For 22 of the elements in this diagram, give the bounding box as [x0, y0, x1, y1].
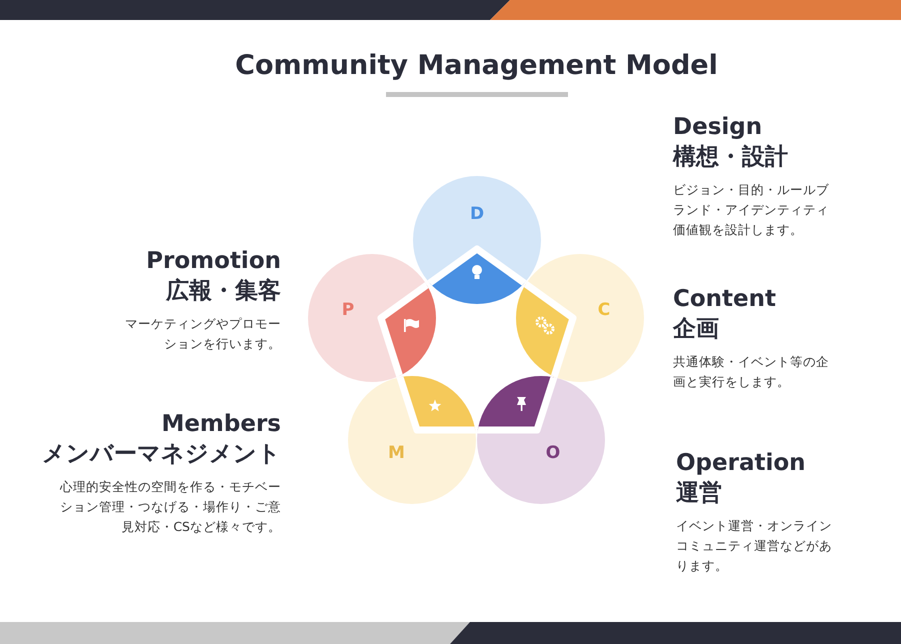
circle-letter: C: [596, 300, 612, 320]
subheading: 構想・設計: [673, 143, 789, 172]
description: ビジョン・目的・ルールブランド・アイデンティティ価値観を設計します。: [673, 181, 830, 239]
heading: Promotion: [145, 247, 281, 276]
circle-letter: M: [388, 443, 404, 463]
subheading: メンバーマネジメント: [41, 440, 281, 469]
circle-letter: P: [340, 300, 356, 320]
heading: Design: [673, 113, 764, 142]
description: マーケティングやプロモーションを行います。: [124, 315, 281, 353]
heading: Content: [673, 285, 778, 314]
description: 心理的安全性の空間を作る・モチベーション管理・つなげる・場作り・ご意見対応・CSなど様々です。: [59, 478, 281, 536]
description: イベント運営・オンラインコミュニティ運営などがあります。: [676, 517, 832, 575]
subheading: 企画: [673, 315, 720, 344]
circle: [413, 176, 541, 304]
circle-letter: O: [545, 443, 561, 463]
subheading: 運営: [676, 479, 723, 508]
description: 共通体験・イベント等の企画と実行をします。: [673, 353, 829, 391]
heading: Members: [160, 410, 281, 439]
subheading: 広報・集客: [164, 277, 281, 306]
circle-letter: D: [469, 204, 485, 224]
heading: Operation: [676, 449, 807, 478]
title: Community Management Model: [234, 49, 719, 83]
